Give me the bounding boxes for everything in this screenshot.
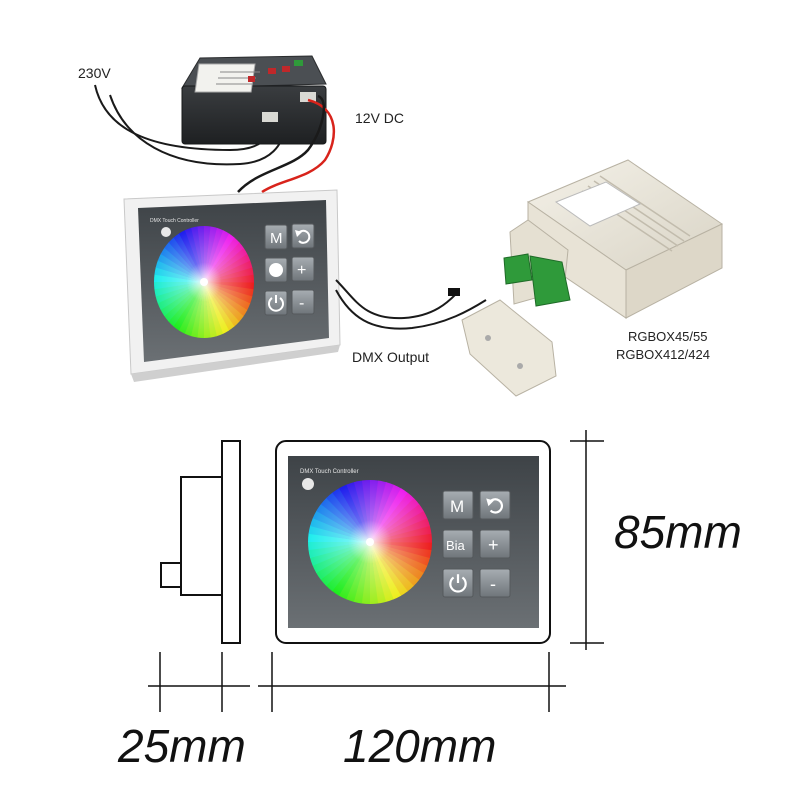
power-supply	[181, 55, 327, 145]
logo-badge-front	[302, 478, 314, 490]
dimension-section: DMX Touch Controller M Bia + - 85mm	[117, 430, 742, 772]
depth-dimension-line	[148, 652, 250, 712]
dimension-height: 85mm	[614, 506, 742, 558]
side-profile	[160, 440, 241, 644]
wheel-center-dot	[200, 278, 208, 286]
btn-minus: -	[490, 574, 496, 594]
top-btn-plus: +	[297, 262, 306, 279]
width-dimension-line	[258, 652, 566, 712]
panel-brand-top: DMX Touch Controller	[150, 218, 199, 224]
dimension-width: 120mm	[343, 720, 496, 772]
color-wheel-top	[154, 225, 254, 338]
btn-bia: Bia	[446, 538, 466, 553]
label-box-model-2: RGBOX412/424	[616, 347, 710, 362]
top-btn-mode: M	[270, 230, 283, 247]
btn-plus: +	[488, 535, 499, 555]
dimension-depth: 25mm	[117, 720, 246, 772]
dmx-cable	[335, 279, 487, 330]
panel-brand-front: DMX Touch Controller	[300, 469, 359, 475]
logo-badge-top	[161, 227, 171, 237]
dc-cable	[237, 94, 336, 194]
height-dimension-line	[570, 430, 604, 650]
label-230v: 230V	[78, 65, 111, 81]
top-white-icon	[269, 263, 283, 277]
front-view: DMX Touch Controller M Bia + -	[275, 440, 551, 644]
wheel-center-dot	[366, 538, 374, 546]
label-dmx-output: DMX Output	[352, 349, 429, 365]
top-btn-minus: -	[299, 295, 304, 312]
label-12v-dc: 12V DC	[355, 110, 404, 126]
btn-mode: M	[450, 497, 464, 516]
label-box-model-1: RGBOX45/55	[628, 329, 708, 344]
color-wheel-front	[308, 480, 432, 604]
touch-panel-installed: DMX Touch Controller M + -	[123, 189, 341, 382]
wiring-section: 230V 12V DC DMX Touch Contro	[78, 55, 723, 397]
rgb-box	[448, 159, 723, 397]
